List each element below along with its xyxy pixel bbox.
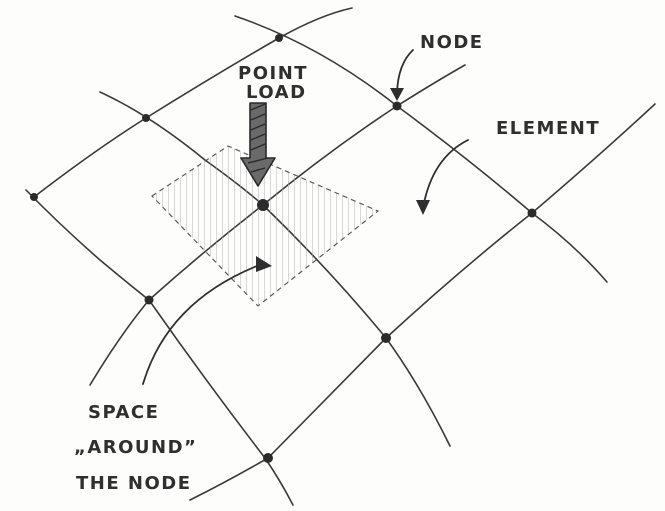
mesh-line xyxy=(189,103,656,501)
element-callout-arrow xyxy=(422,139,469,209)
mesh-node xyxy=(263,453,273,463)
point-load-label-line1: POINT xyxy=(238,63,309,84)
node-callout-arrow xyxy=(396,49,414,94)
mesh-node xyxy=(392,101,402,111)
element-label: ELEMENT xyxy=(496,118,601,139)
mesh-node xyxy=(381,333,391,343)
mesh-node xyxy=(144,295,154,305)
mesh-line xyxy=(33,7,353,198)
space-label-line1: SPACE xyxy=(88,402,160,423)
mesh-node xyxy=(527,208,537,218)
space-label-line3: THE NODE xyxy=(76,473,192,494)
mesh-node xyxy=(142,114,150,122)
mesh-node xyxy=(275,34,283,42)
point-load-arrow xyxy=(240,102,276,187)
space-label-line2: „AROUND” xyxy=(74,437,198,458)
mesh-line xyxy=(234,15,608,283)
space-callout-arrow xyxy=(142,263,263,385)
node-label: NODE xyxy=(420,32,484,53)
mesh-node xyxy=(30,193,38,201)
point-load-label-line2: LOAD xyxy=(246,82,307,103)
space-around-node-region xyxy=(151,145,380,307)
mesh-node-loaded xyxy=(257,199,269,211)
